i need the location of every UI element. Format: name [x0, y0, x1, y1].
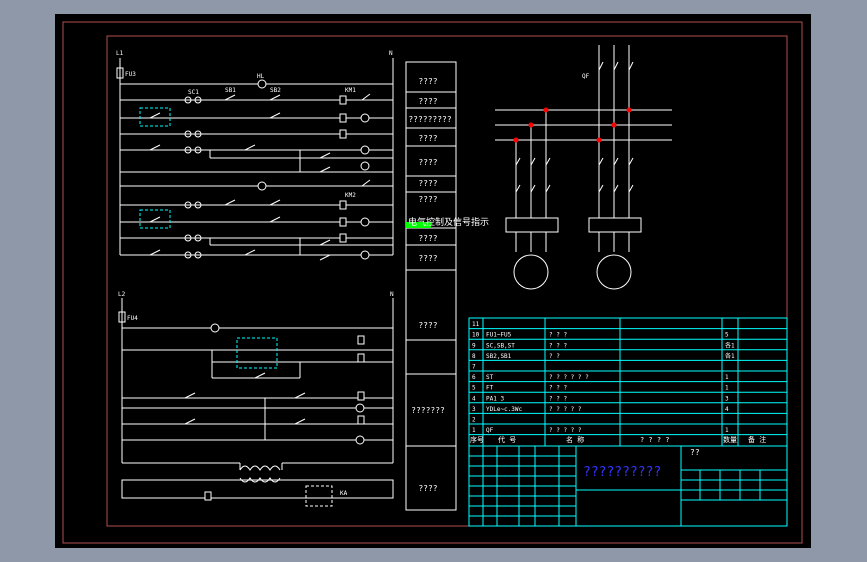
bom-cell-code: ST: [486, 374, 494, 381]
bom-header-spec: ? ? ? ?: [640, 436, 670, 444]
bom-cell-qty: 4: [725, 406, 729, 413]
bom-cell-no: 11: [472, 321, 480, 328]
bom-cell-name: ? ? ?: [549, 395, 567, 402]
title-block-mark: ??: [690, 448, 700, 457]
bom-cell-name: ? ? ?: [549, 332, 567, 339]
label-fu4: FU4: [127, 315, 138, 322]
bom-cell-name: ? ? ?: [549, 342, 567, 349]
side-labels: ???? ???? ????????? ???? ???? ???? ???? …: [408, 77, 452, 493]
side-label-6: ????: [418, 179, 437, 188]
lower-control-circuit: [118, 298, 394, 501]
bom-cell-name: ? ? ? ? ?: [549, 427, 582, 434]
label-sc1: SC1: [188, 89, 199, 96]
bom-cell-code: SC,SB,ST: [486, 342, 515, 349]
bom-cell-no: 1: [472, 427, 476, 434]
bom-cell-no: 6: [472, 374, 476, 381]
side-label-10: ????: [418, 321, 437, 330]
side-label-12: ????: [418, 484, 437, 493]
drawing-title: ??????????: [583, 465, 661, 480]
bom-cell-no: 5: [472, 385, 476, 392]
bom-header-name: 名 称: [566, 435, 584, 444]
label-l2: L2: [118, 291, 126, 298]
lower-dashed-boxes: [236, 337, 333, 507]
upper-circuit-labels: L1 N FU3 SB1 SB2 HL KM1 SC1 KM2: [116, 50, 393, 199]
bom-cell-no: 10: [472, 332, 480, 339]
bom-cell-name: ? ? ? ? ? ?: [549, 374, 589, 381]
bom-cell-code: FU1~FU5: [486, 332, 512, 339]
main-power-circuit: [495, 45, 672, 290]
label-hl: HL: [257, 73, 265, 80]
side-label-5: ????: [418, 158, 437, 167]
label-n2: N: [390, 291, 394, 298]
side-label-3: ?????????: [408, 115, 452, 124]
side-label-2: ????: [418, 97, 437, 106]
bom-cell-no: 4: [472, 395, 476, 402]
lower-circuit-labels: L2 N FU4 KA: [118, 291, 394, 497]
bom-cell-no: 8: [472, 353, 476, 360]
bom-cell-code: YDLe~c.3Wc: [486, 406, 523, 413]
bom-cell-name: ? ? ? ? ?: [549, 406, 582, 413]
side-label-11: ???????: [411, 406, 445, 415]
bom-cell-code: FT: [486, 385, 494, 392]
bom-cell-no: 9: [472, 342, 476, 349]
label-sb1: SB1: [225, 87, 236, 94]
side-label-1: ????: [418, 77, 437, 86]
bom-cell-qty: 1: [725, 374, 729, 381]
side-label-4: ????: [418, 134, 437, 143]
bom-cell-no: 3: [472, 406, 476, 413]
bom-header-code: 代 号: [498, 435, 516, 444]
label-fu3: FU3: [125, 71, 136, 78]
side-label-7: ????: [418, 195, 437, 204]
label-ka: KA: [340, 490, 348, 497]
bom-cell-qty: 5: [725, 332, 729, 339]
bom-cell-name: ? ?: [549, 353, 560, 360]
bom-cell-qty: 1: [725, 427, 729, 434]
label-km1: KM1: [345, 87, 356, 94]
bom-cell-no: 2: [472, 417, 476, 424]
bom-cell-qty: 各1: [725, 341, 735, 349]
label-qf: QF: [582, 73, 590, 80]
bom-cell-qty: 各1: [725, 352, 735, 360]
bom-header-note: 备 注: [748, 435, 766, 444]
green-highlight: [406, 222, 431, 228]
bom-cell-name: ? ? ?: [549, 385, 567, 392]
side-label-8: ????: [418, 234, 437, 243]
junction-dots: [513, 107, 632, 143]
bom-cell-qty: 3: [725, 395, 729, 402]
outer-frame: [62, 21, 803, 544]
label-km2: KM2: [345, 192, 356, 199]
label-l1: L1: [116, 50, 124, 57]
bom-cell-code: SB2,SB1: [486, 353, 512, 360]
timer-boxes: [139, 107, 171, 229]
bom-header-no: 序号: [470, 435, 484, 444]
bom-cell-code: QF: [486, 427, 494, 434]
upper-control-circuit: [116, 58, 394, 261]
bom-cell-no: 7: [472, 364, 476, 371]
label-sb2: SB2: [270, 87, 281, 94]
label-n: N: [389, 50, 393, 57]
bom-cell-qty: 1: [725, 385, 729, 392]
side-label-9: ????: [418, 254, 437, 263]
inner-frame: [106, 35, 788, 527]
bom-cell-code: PA1 3: [486, 395, 504, 402]
bom-header: 序号 代 号 名 称 ? ? ? ? 数量 备 注: [470, 435, 766, 444]
overlay-caption: 电气控制及信号指示: [408, 216, 489, 228]
title-block-grid: [468, 445, 788, 527]
drawing-canvas: [55, 14, 811, 548]
bom-header-qty: 数量: [723, 435, 737, 444]
